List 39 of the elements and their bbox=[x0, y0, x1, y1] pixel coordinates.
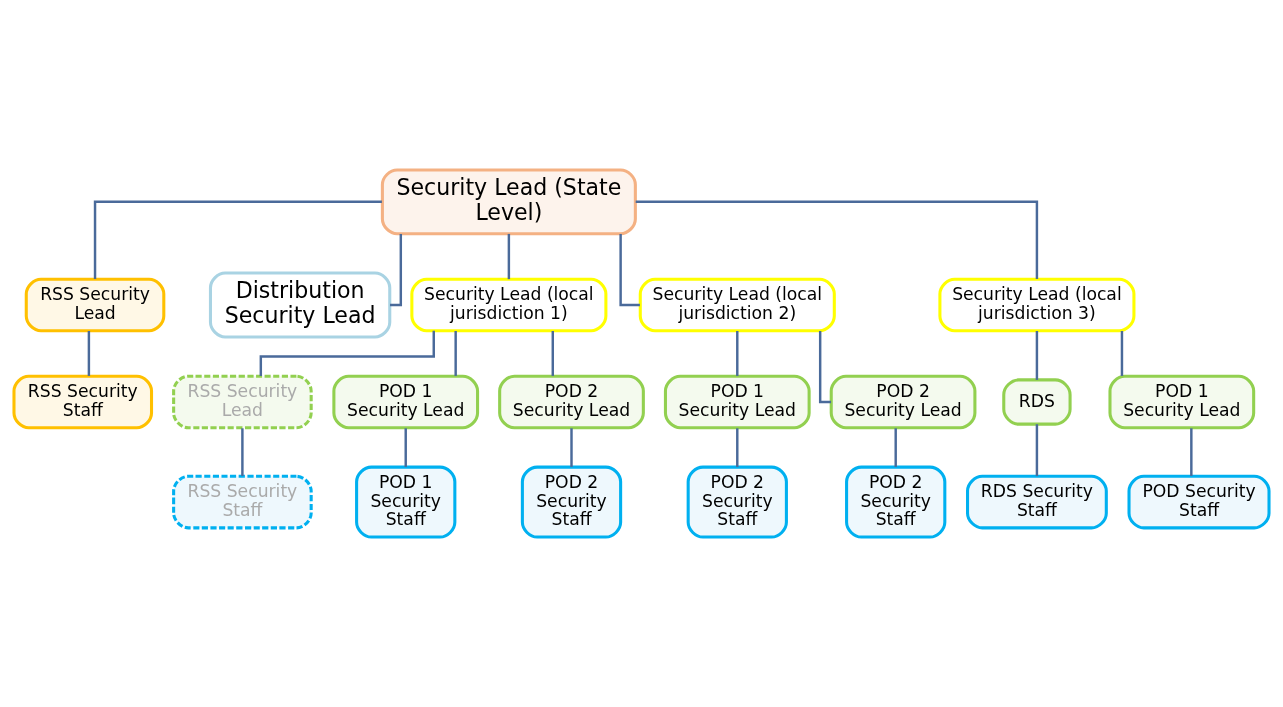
connector bbox=[818, 331, 831, 404]
connector bbox=[241, 428, 244, 476]
connector bbox=[635, 200, 1039, 279]
node-box: RDS bbox=[1002, 378, 1072, 426]
connector bbox=[551, 331, 554, 376]
node-box: POD 1 Security Lead bbox=[663, 374, 811, 430]
connector bbox=[507, 233, 511, 280]
connector bbox=[1120, 331, 1124, 376]
node-box: Security Lead (local jurisdiction 1) bbox=[410, 277, 608, 333]
node-box: RSS Security Staff bbox=[12, 374, 154, 430]
node-box: POD 2 Security Staff bbox=[845, 465, 947, 539]
node-box: RSS Security Staff bbox=[172, 474, 313, 530]
connector bbox=[87, 331, 91, 376]
connector bbox=[454, 331, 457, 376]
node-box: Distribution Security Lead bbox=[208, 271, 392, 339]
node-box: POD 1 Security Lead bbox=[332, 374, 480, 430]
node-box: POD 2 Security Staff bbox=[520, 465, 623, 539]
node-box: POD 2 Security Staff bbox=[686, 465, 788, 539]
connector bbox=[1035, 424, 1039, 477]
node-box: Security Lead (local jurisdiction 2) bbox=[638, 277, 836, 333]
connector bbox=[894, 428, 897, 467]
connector bbox=[736, 428, 739, 467]
node-box: Security Lead (State Level) bbox=[380, 168, 637, 236]
node-box: RDS Security Staff bbox=[966, 474, 1108, 530]
connector bbox=[93, 200, 382, 279]
connector bbox=[1035, 331, 1039, 380]
connector bbox=[736, 331, 739, 376]
node-box: POD 2 Security Lead bbox=[829, 374, 977, 430]
connector bbox=[404, 428, 407, 467]
node-box: POD 2 Security Lead bbox=[498, 374, 645, 430]
node-box: POD 1 Security Staff bbox=[355, 465, 457, 539]
connector bbox=[1190, 428, 1193, 476]
node-box: RSS Security Lead bbox=[24, 277, 166, 333]
node-box: Security Lead (local jurisdiction 3) bbox=[938, 277, 1136, 333]
node-box: RSS Security Lead bbox=[172, 374, 313, 430]
node-box: POD 1 Security Lead bbox=[1108, 374, 1256, 430]
node-box: POD Security Staff bbox=[1127, 474, 1271, 530]
connector bbox=[390, 233, 403, 307]
connector bbox=[570, 428, 573, 467]
